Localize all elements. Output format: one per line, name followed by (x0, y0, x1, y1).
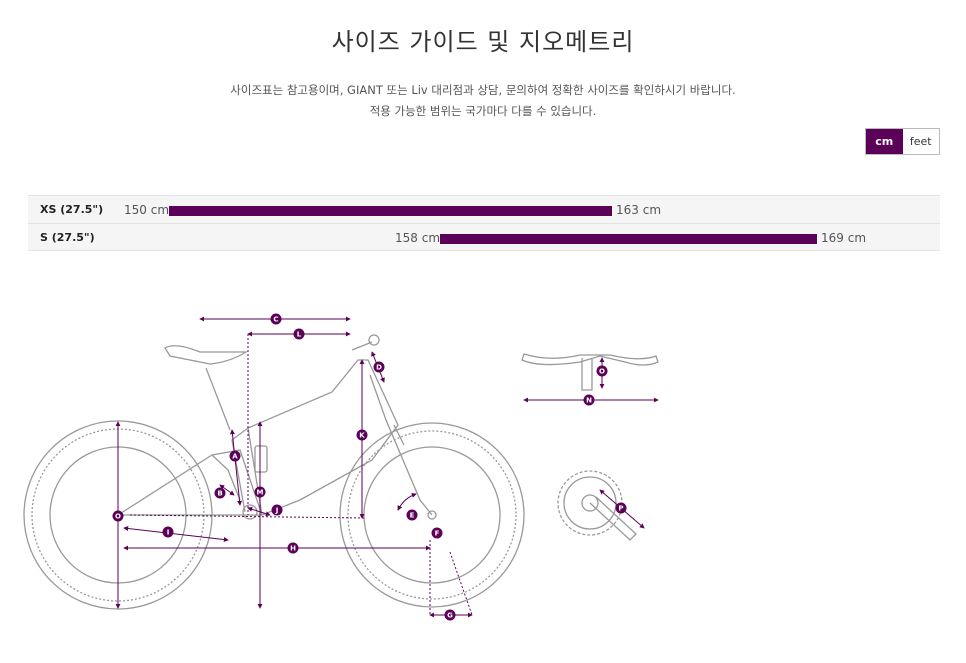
svg-text:H: H (290, 545, 296, 553)
size-row-xs: XS (27.5") 150 cm 163 cm (28, 195, 940, 223)
marker-j: J (271, 504, 283, 516)
marker-m: M (254, 486, 266, 498)
marker-p: P (615, 502, 627, 514)
marker-c: C (270, 313, 282, 325)
marker-n: N (583, 394, 595, 406)
height-range-bar (440, 234, 817, 244)
marker-o-bar: O (596, 365, 608, 377)
description-line-2: 적용 가능한 범위는 국가마다 다를 수 있습니다. (369, 104, 597, 118)
range-min-label: 158 cm (395, 231, 441, 245)
marker-k: K (356, 429, 368, 441)
marker-g: G (444, 609, 456, 621)
marker-i: I (162, 526, 174, 538)
svg-text:B: B (217, 490, 222, 498)
marker-o-wheel: O (112, 510, 124, 522)
geometry-diagram: C L D K A B M J O I H E F G O N P (0, 290, 966, 663)
svg-text:L: L (297, 331, 302, 339)
marker-b: B (214, 487, 226, 499)
marker-a: A (229, 450, 241, 462)
size-row-s: S (27.5") 158 cm 169 cm (28, 223, 940, 251)
svg-text:E: E (410, 512, 415, 520)
unit-feet-button[interactable]: feet (902, 129, 939, 154)
svg-text:D: D (376, 364, 382, 372)
marker-l: L (293, 328, 305, 340)
svg-text:O: O (115, 513, 121, 521)
unit-toggle: cm feet (865, 128, 940, 155)
bike-illustration (23, 334, 525, 610)
description-line-1: 사이즈표는 참고용이며, GIANT 또는 Liv 대리점과 상담, 문의하여 … (230, 83, 736, 97)
dimension-markers: C L D K A B M J O I H E F G O N P (112, 313, 627, 621)
svg-text:F: F (435, 530, 440, 538)
svg-text:M: M (257, 489, 264, 497)
marker-f: F (431, 527, 443, 539)
range-min-label: 150 cm (124, 203, 170, 217)
svg-text:I: I (167, 529, 170, 537)
svg-text:O: O (599, 368, 605, 376)
svg-text:P: P (618, 505, 623, 513)
marker-e: E (406, 509, 418, 521)
size-chart: XS (27.5") 150 cm 163 cm S (27.5") 158 c… (28, 195, 940, 251)
svg-text:J: J (275, 507, 279, 515)
svg-text:A: A (232, 453, 238, 461)
size-label: XS (27.5") (40, 203, 104, 216)
marker-d: D (373, 361, 385, 373)
range-max-label: 169 cm (821, 231, 867, 245)
svg-text:C: C (273, 316, 278, 324)
svg-text:N: N (586, 397, 592, 405)
height-range-bar (169, 206, 612, 216)
range-max-label: 163 cm (616, 203, 662, 217)
unit-cm-button[interactable]: cm (866, 129, 903, 154)
page-title: 사이즈 가이드 및 지오메트리 (331, 28, 635, 56)
size-guide-description: 사이즈표는 참고용이며, GIANT 또는 Liv 대리점과 상담, 문의하여 … (0, 80, 966, 122)
marker-h: H (287, 542, 299, 554)
svg-text:K: K (359, 432, 365, 440)
handlebar-illustration (521, 353, 659, 391)
size-label: S (27.5") (40, 231, 95, 244)
svg-text:G: G (447, 612, 453, 620)
